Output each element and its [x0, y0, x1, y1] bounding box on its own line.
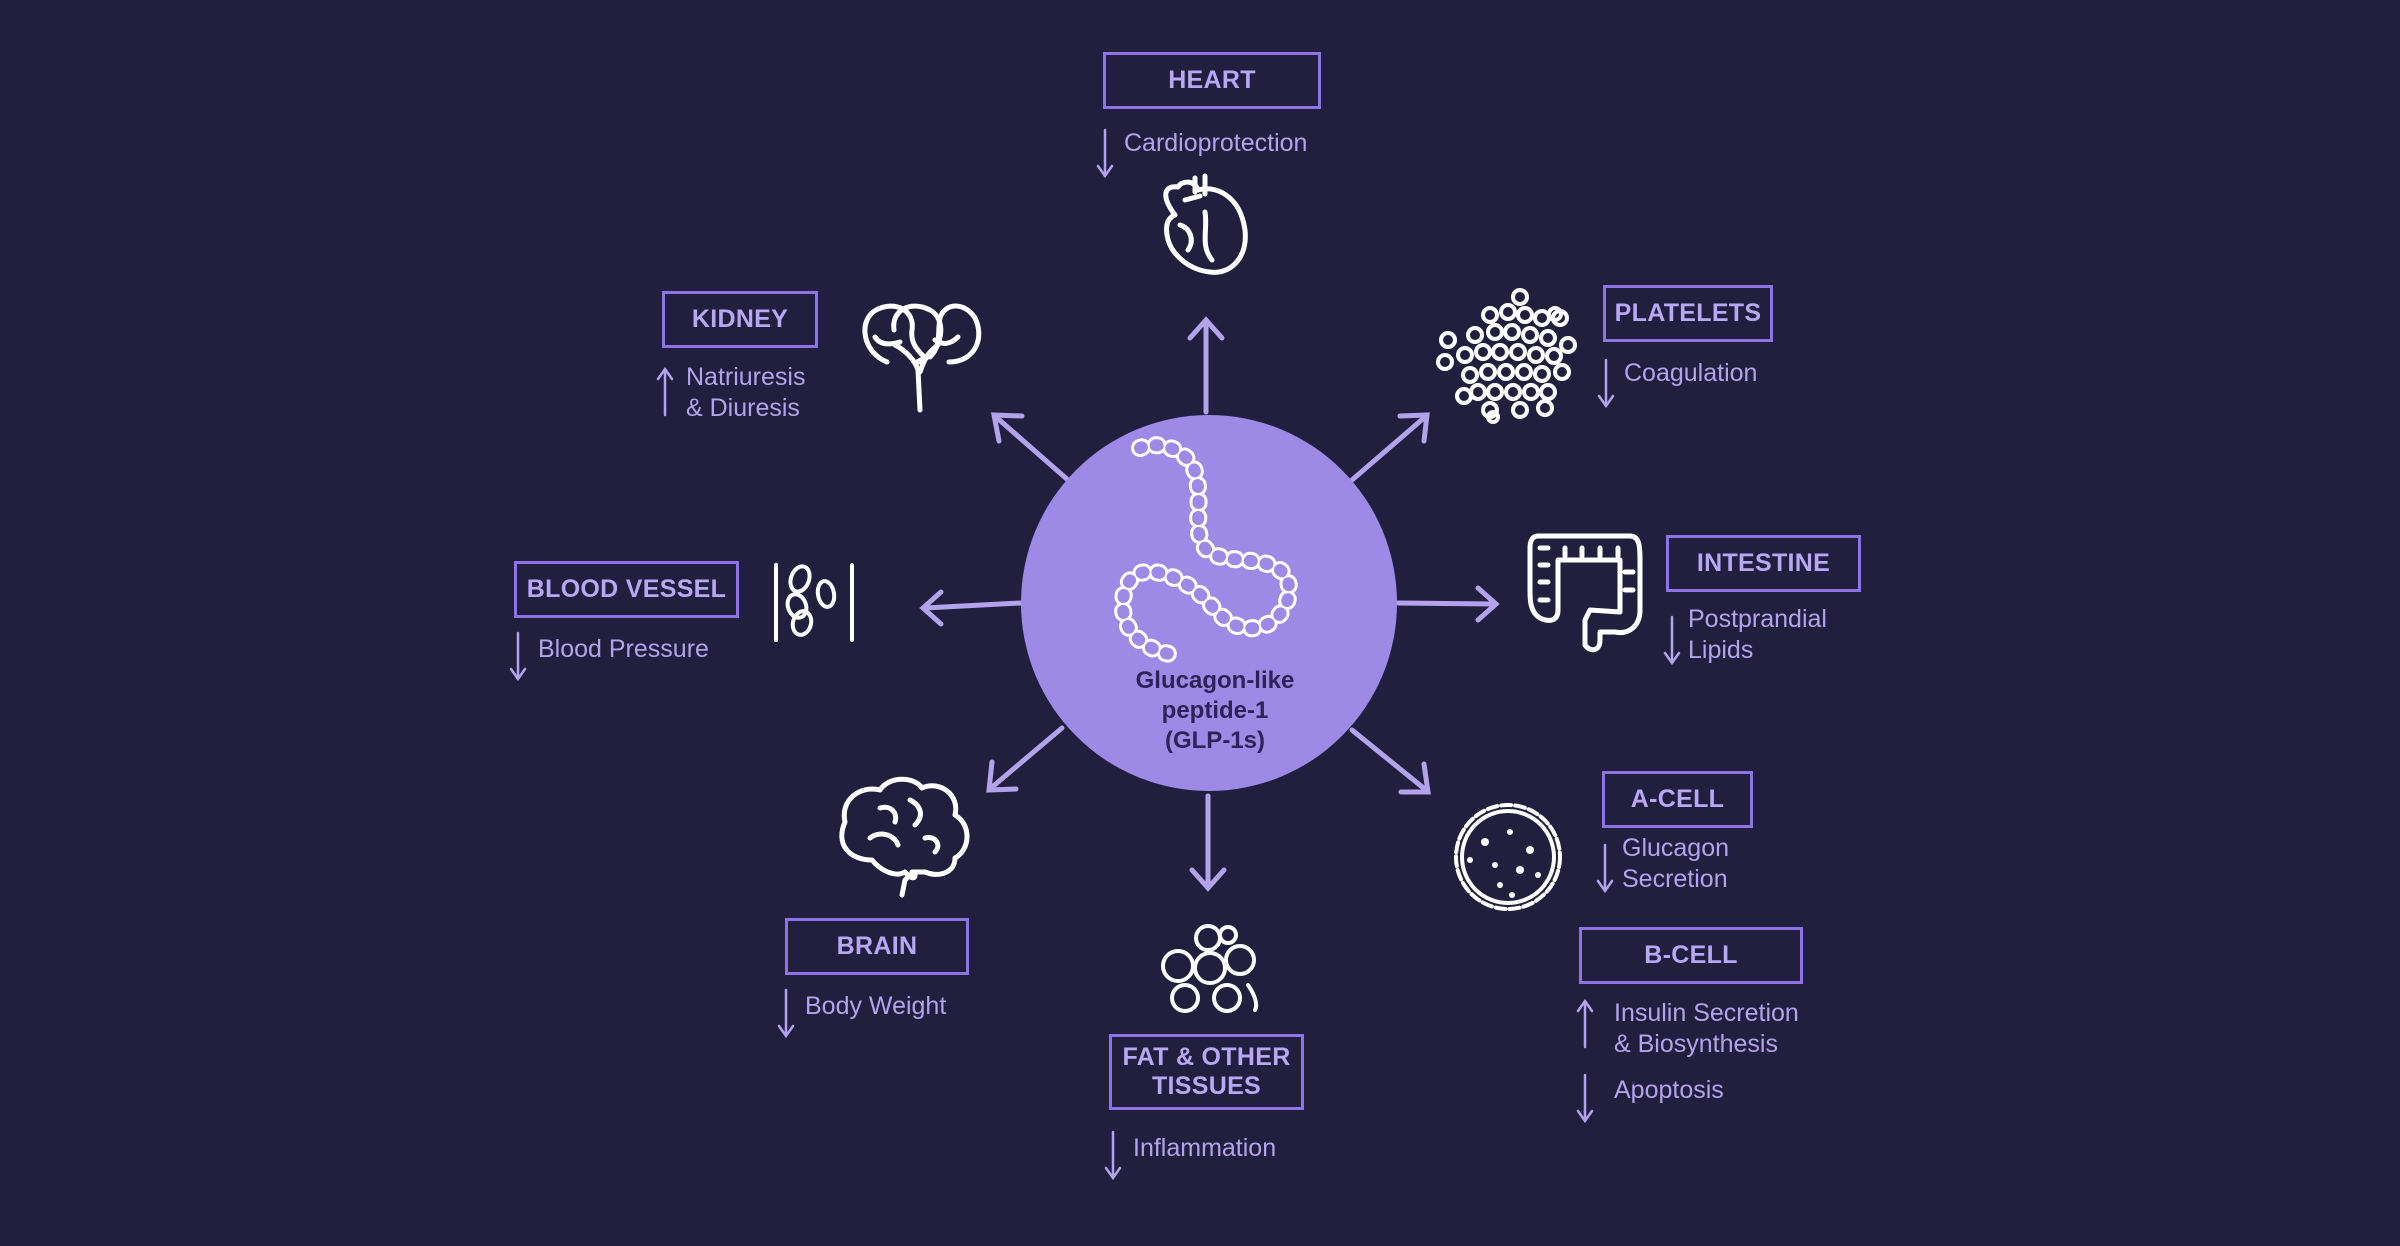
down-arrow-icon: [1576, 1073, 1594, 1124]
platelets-icon: [1436, 288, 1577, 424]
arrow-to-brain: [986, 725, 1065, 793]
a-cell-icon: [1454, 803, 1562, 911]
heart-label: HEART: [1103, 52, 1321, 109]
down-arrow-icon: [777, 988, 795, 1039]
b-cell-effect-up: Insulin Secretion & Biosynthesis: [1614, 999, 1799, 1058]
arrow-to-fat: [1189, 793, 1227, 892]
down-arrow-icon: [1096, 128, 1114, 179]
b-cell-label: B-CELL: [1579, 927, 1803, 984]
fat-effect: Inflammation: [1133, 1134, 1277, 1162]
arrow-to-platelets: [1349, 412, 1430, 483]
b-cell-effect-down: Apoptosis: [1614, 1076, 1724, 1104]
a-cell-effect: Glucagon Secretion: [1622, 834, 1730, 893]
up-arrow-icon: [1576, 998, 1594, 1049]
down-arrow-icon: [1596, 843, 1614, 894]
blood-vessel-effect: Blood Pressure: [538, 635, 709, 663]
center-label: Glucagon-like peptide-1 (GLP-1s): [1135, 667, 1295, 754]
intestine-label: INTESTINE: [1666, 535, 1861, 592]
down-arrow-icon: [1663, 615, 1681, 666]
brain-effect: Body Weight: [805, 992, 947, 1020]
kidney-effect: Natriuresis & Diuresis: [686, 363, 806, 422]
down-arrow-icon: [509, 631, 527, 682]
down-arrow-icon: [1104, 1130, 1122, 1181]
a-cell-label: A-CELL: [1602, 771, 1753, 828]
heart-effect: Cardioprotection: [1124, 129, 1308, 157]
kidney-label: KIDNEY: [662, 291, 818, 348]
intestine-effect: Postprandial Lipids: [1688, 605, 1827, 664]
blood-vessel-icon: [774, 563, 854, 642]
peptide-chain-icon: [1113, 436, 1299, 664]
arrow-to-kidney: [990, 412, 1071, 483]
arrow-to-intestine: [1395, 585, 1500, 623]
fat-label: FAT & OTHER TISSUES: [1109, 1034, 1304, 1110]
down-arrow-icon: [1597, 358, 1615, 409]
brain-icon: [839, 776, 970, 898]
arrow-to-blood-vessel: [919, 589, 1023, 627]
up-arrow-icon: [656, 366, 674, 417]
heart-icon: [1163, 173, 1248, 275]
platelets-label: PLATELETS: [1603, 285, 1773, 342]
intestine-icon: [1527, 533, 1643, 653]
blood-vessel-label: BLOOD VESSEL: [514, 561, 739, 618]
arrow-to-a-cell: [1349, 727, 1431, 795]
brain-label: BRAIN: [785, 918, 969, 975]
arrow-to-heart: [1187, 316, 1225, 415]
fat-cells-icon: [1161, 924, 1259, 1013]
kidneys-icon: [862, 303, 982, 413]
platelets-effect: Coagulation: [1624, 359, 1758, 387]
